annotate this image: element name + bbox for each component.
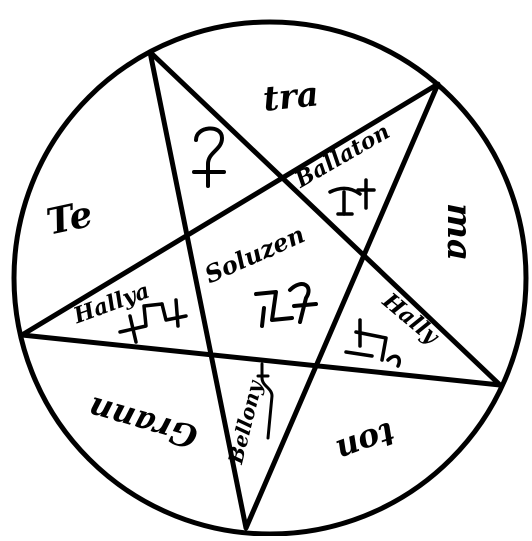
outer-word-bottom-right: ton	[331, 414, 400, 470]
outer-word-right: ma	[439, 203, 479, 261]
hally-glyph	[346, 320, 399, 366]
soluzen-glyph	[256, 284, 316, 326]
inner-word-soluzen: Soluzen	[200, 219, 309, 289]
top-glyph	[194, 128, 224, 186]
inner-word-hallya: Hallya	[69, 278, 153, 330]
outer-word-left: Te	[43, 193, 96, 244]
outer-word-bottom-left: Grann	[84, 389, 202, 456]
outer-word-top-right: tra	[261, 74, 321, 120]
pentagram	[22, 52, 500, 528]
inner-word-bellony: Bellony	[223, 377, 267, 467]
inner-word-ballaton: Ballaton	[290, 119, 395, 194]
ballaton-glyph	[330, 180, 374, 214]
